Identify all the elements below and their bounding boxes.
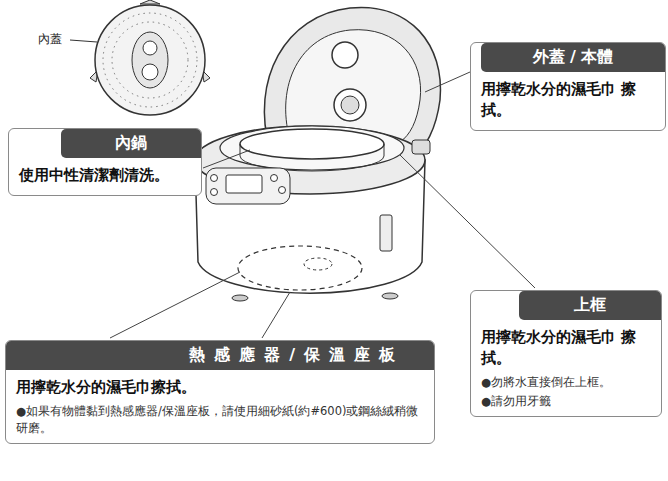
rice-cooker — [195, 7, 440, 301]
callout-note: ●如果有物體黏到熱感應器/保溫座板，請使用細砂紙(約#600)或鋼絲絨稍微研磨。 — [6, 401, 434, 438]
callout-heading: 內鍋 — [61, 129, 201, 158]
callout-box: 熱感應器/保溫座板用擰乾水分的濕毛巾擦拭。●如果有物體黏到熱感應器/保溫座板，請… — [5, 340, 435, 444]
callout-body: 用擰乾水分的濕毛巾 擦拭。 — [471, 320, 661, 372]
inner-lid — [90, 0, 210, 115]
callout-heading: 上框 — [519, 291, 661, 320]
callout-box: 外蓋 / 本體用擰乾水分的濕毛巾 擦拭。 — [470, 42, 666, 131]
callout-note: ●勿將水直接倒在上框。 — [471, 372, 661, 391]
callout-heading: 外蓋 / 本體 — [481, 43, 665, 72]
callout-box: 內鍋使用中性清潔劑清洗。 — [8, 128, 202, 196]
leader-line — [70, 40, 97, 42]
callout-note: ●請勿用牙籤 — [471, 391, 661, 410]
callout-body: 用擰乾水分的濕毛巾 擦拭。 — [471, 72, 665, 124]
part-label: 內蓋 — [36, 31, 64, 48]
callout-body: 使用中性清潔劑清洗。 — [9, 158, 201, 189]
callout-heading: 熱感應器/保溫座板 — [6, 341, 434, 370]
callout-box: 上框用擰乾水分的濕毛巾 擦拭。●勿將水直接倒在上框。●請勿用牙籤 — [470, 290, 662, 417]
callout-body: 用擰乾水分的濕毛巾擦拭。 — [6, 370, 434, 401]
